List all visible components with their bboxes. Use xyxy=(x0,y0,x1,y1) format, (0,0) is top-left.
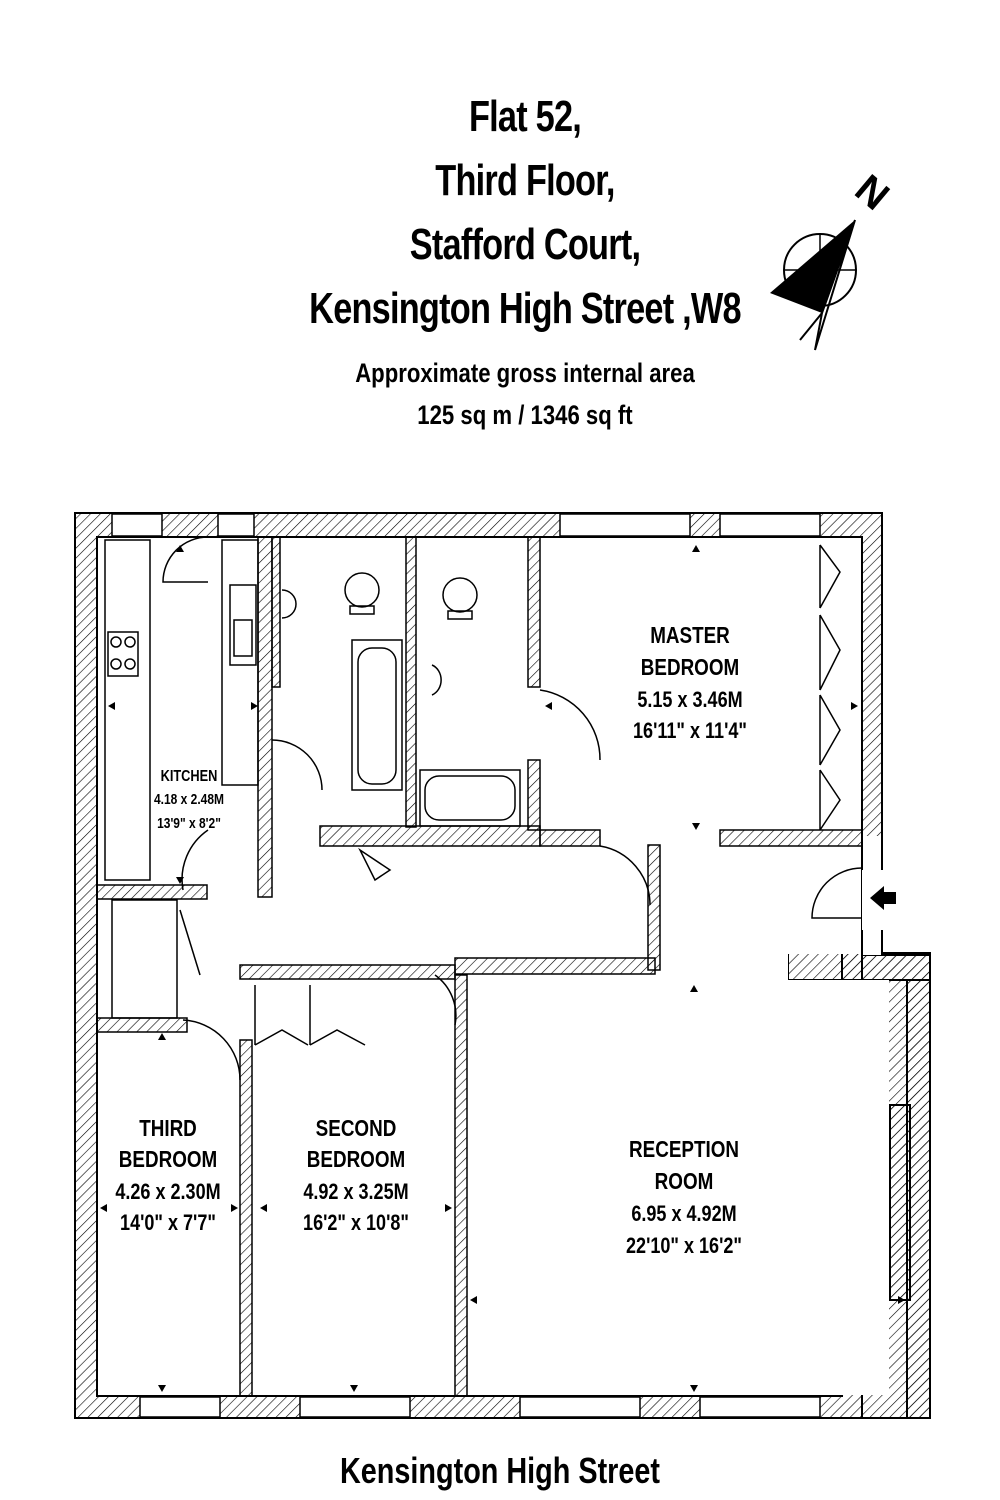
address-line-4: Kensington High Street ,W8 xyxy=(309,284,741,333)
room-third-bedroom: THIRD BEDROOM 4.26 x 2.30M 14'0" x 7'7" xyxy=(115,1116,220,1235)
third-metric: 4.26 x 2.30M xyxy=(115,1180,220,1204)
interior-walls xyxy=(96,536,863,1397)
master-imperial: 16'11" x 11'4" xyxy=(633,719,747,743)
reception-name-1: RECEPTION xyxy=(629,1137,739,1162)
area-label: Approximate gross internal area xyxy=(355,358,695,388)
dimension-markers xyxy=(100,545,905,1392)
master-name-2: BEDROOM xyxy=(641,655,739,680)
third-name-1: THIRD xyxy=(139,1116,197,1141)
room-kitchen: KITCHEN 4.18 x 2.48M 13'9" x 8'2" xyxy=(154,768,224,832)
doors xyxy=(162,536,863,1081)
windows xyxy=(111,513,821,1418)
room-second-bedroom: SECOND BEDROOM 4.92 x 3.25M 16'2" x 10'8… xyxy=(303,1116,409,1235)
reception-metric: 6.95 x 4.92M xyxy=(631,1202,736,1226)
address-line-3: Stafford Court, xyxy=(409,220,641,269)
second-name-2: BEDROOM xyxy=(307,1147,405,1172)
address-line-1: Flat 52, xyxy=(468,92,582,141)
room-reception: RECEPTION ROOM 6.95 x 4.92M 22'10" x 16'… xyxy=(626,1137,742,1258)
entrance-arrow-icon xyxy=(870,886,896,910)
room-master-bedroom: MASTER BEDROOM 5.15 x 3.46M 16'11" x 11'… xyxy=(633,623,747,743)
address-line-2: Third Floor, xyxy=(435,156,615,205)
second-metric: 4.92 x 3.25M xyxy=(303,1180,408,1204)
street-label: Kensington High Street xyxy=(339,1450,660,1491)
second-imperial: 16'2" x 10'8" xyxy=(303,1211,409,1235)
compass-north-icon: N xyxy=(770,167,897,351)
kitchen-metric: 4.18 x 2.48M xyxy=(154,791,224,808)
reception-imperial: 22'10" x 16'2" xyxy=(626,1234,742,1258)
kitchen-name: KITCHEN xyxy=(161,768,218,786)
master-metric: 5.15 x 3.46M xyxy=(637,688,742,712)
third-imperial: 14'0" x 7'7" xyxy=(120,1211,216,1235)
area-value: 125 sq m / 1346 sq ft xyxy=(417,400,633,430)
second-name-1: SECOND xyxy=(316,1116,397,1141)
reception-name-2: ROOM xyxy=(655,1169,714,1194)
fixtures xyxy=(104,539,841,1046)
master-name-1: MASTER xyxy=(650,623,730,648)
third-name-2: BEDROOM xyxy=(119,1147,217,1172)
kitchen-imperial: 13'9" x 8'2" xyxy=(157,815,221,832)
